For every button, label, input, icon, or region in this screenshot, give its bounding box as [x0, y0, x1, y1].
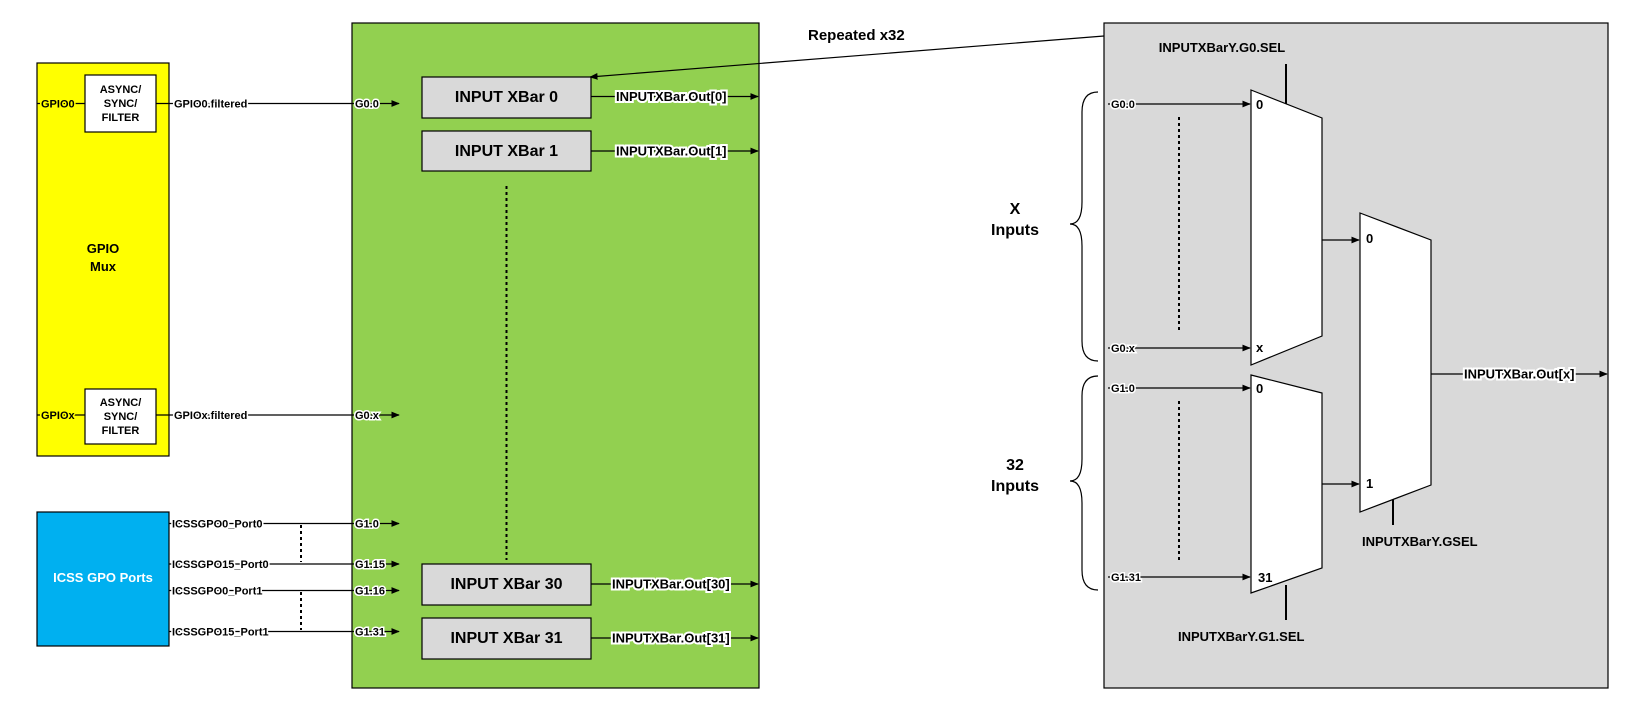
gpio0-label: GPIO0 [41, 99, 75, 111]
mux-gsel [1359, 212, 1432, 513]
xbar-input-label-5: G1.31 [355, 627, 385, 639]
n-inputs-brace [1069, 375, 1099, 591]
repeated-zoom-line [589, 35, 1105, 80]
gpio-mux: GPIO Mux ASYNC/ SYNC/ FILTER ASYNC/ SYNC… [36, 62, 352, 457]
xbar-box-0 [421, 76, 592, 119]
filter-0-line2: SYNC/ [104, 98, 138, 110]
detail-box [1103, 22, 1609, 689]
g0-first-label: G0.0 [1111, 99, 1135, 111]
gpiox-filtered-label: GPIOx.filtered [174, 410, 247, 422]
filter-x-line1: ASYNC/ [100, 397, 142, 409]
g0-sel-label: INPUTXBarY.G0.SEL [1159, 40, 1285, 55]
mux-g1-bottom-label: 31 [1258, 570, 1272, 585]
mux-g0-top-label: 0 [1256, 97, 1263, 112]
repeated-label: Repeated x32 [808, 27, 905, 44]
gpiox-label: GPIOx [41, 410, 76, 422]
mux-g0 [1250, 89, 1323, 366]
filter-0-line1: ASYNC/ [100, 84, 142, 96]
filter-box-x [84, 388, 157, 445]
g1-last-label: G1.31 [1111, 572, 1141, 584]
input-xbar-block: G0.0 G0.x G1.0 G1.15 G1.16 G1.31 INPUT X… [351, 22, 760, 689]
final-output-label: INPUTXBar.Out[x] [1464, 367, 1575, 382]
gpio-mux-title-line1: GPIO [87, 241, 120, 256]
x-inputs-label-line2: Inputs [991, 222, 1039, 239]
xbar-detail-view: INPUTXBarY.G0.SEL INPUTXBarY.G1.SEL INPU… [1103, 22, 1609, 689]
filter-x-line3: FILTER [102, 425, 140, 437]
xbar-box-1 [421, 130, 592, 172]
xbar-input-label-1: G0.x [355, 410, 380, 422]
n-inputs-label-line2: Inputs [991, 478, 1039, 495]
mux-gsel-bottom-label: 1 [1366, 476, 1373, 491]
xbar-out-label-1: INPUTXBar.Out[1] [616, 144, 727, 159]
n-inputs-label-line1: 32 [1006, 457, 1024, 474]
icss-port-label-1: ICSSGPO15_Port0 [172, 559, 269, 571]
filter-box-0 [84, 74, 157, 133]
icss-port-label-2: ICSSGPO0_Port1 [172, 586, 262, 598]
xbar-input-label-0: G0.0 [355, 99, 379, 111]
g0-last-label: G0.x [1111, 343, 1136, 355]
gpio-mux-title-line2: Mux [90, 259, 117, 274]
gsel-label: INPUTXBarY.GSEL [1362, 534, 1478, 549]
g1-first-label: G1.0 [1111, 383, 1135, 395]
xbar-box-31 [421, 617, 592, 660]
xbar-input-label-3: G1.15 [355, 559, 385, 571]
icss-port-label-0: ICSSGPO0_Port0 [172, 519, 262, 531]
xbar-out-label-30: INPUTXBar.Out[30] [612, 577, 730, 592]
xbar-box-30 [421, 563, 592, 606]
xbar-input-label-2: G1.0 [355, 519, 379, 531]
xbar-out-label-0: INPUTXBar.Out[0] [616, 89, 727, 104]
xbar-label-1: INPUT XBar 1 [455, 143, 558, 160]
icss-gpo-ports: ICSS GPO Ports ICSSGPO0_Port0 ICSSGPO15_… [36, 511, 352, 647]
mux-g1-top-label: 0 [1256, 381, 1263, 396]
mux-gsel-top-label: 0 [1366, 231, 1373, 246]
xbar-label-0: INPUT XBar 0 [455, 89, 558, 106]
xbar-label-30: INPUT XBar 30 [450, 576, 562, 593]
icss-port-label-3: ICSSGPO15_Port1 [172, 627, 269, 639]
mux-g1 [1250, 374, 1323, 594]
xbar-input-label-4: G1.16 [355, 586, 385, 598]
icss-gpo-title: ICSS GPO Ports [53, 570, 153, 585]
x-inputs-brace [1069, 91, 1099, 362]
mux-g0-bottom-label: x [1256, 340, 1264, 355]
icss-gpo-box [36, 511, 170, 647]
gpio0-filtered-label: GPIO0.filtered [174, 99, 247, 111]
xbar-out-label-31: INPUTXBar.Out[31] [612, 631, 730, 646]
filter-x-line2: SYNC/ [104, 411, 138, 423]
x-inputs-label-line1: X [1010, 201, 1021, 218]
g1-sel-label: INPUTXBarY.G1.SEL [1178, 629, 1304, 644]
xbar-label-31: INPUT XBar 31 [450, 630, 562, 647]
filter-0-line3: FILTER [102, 112, 140, 124]
